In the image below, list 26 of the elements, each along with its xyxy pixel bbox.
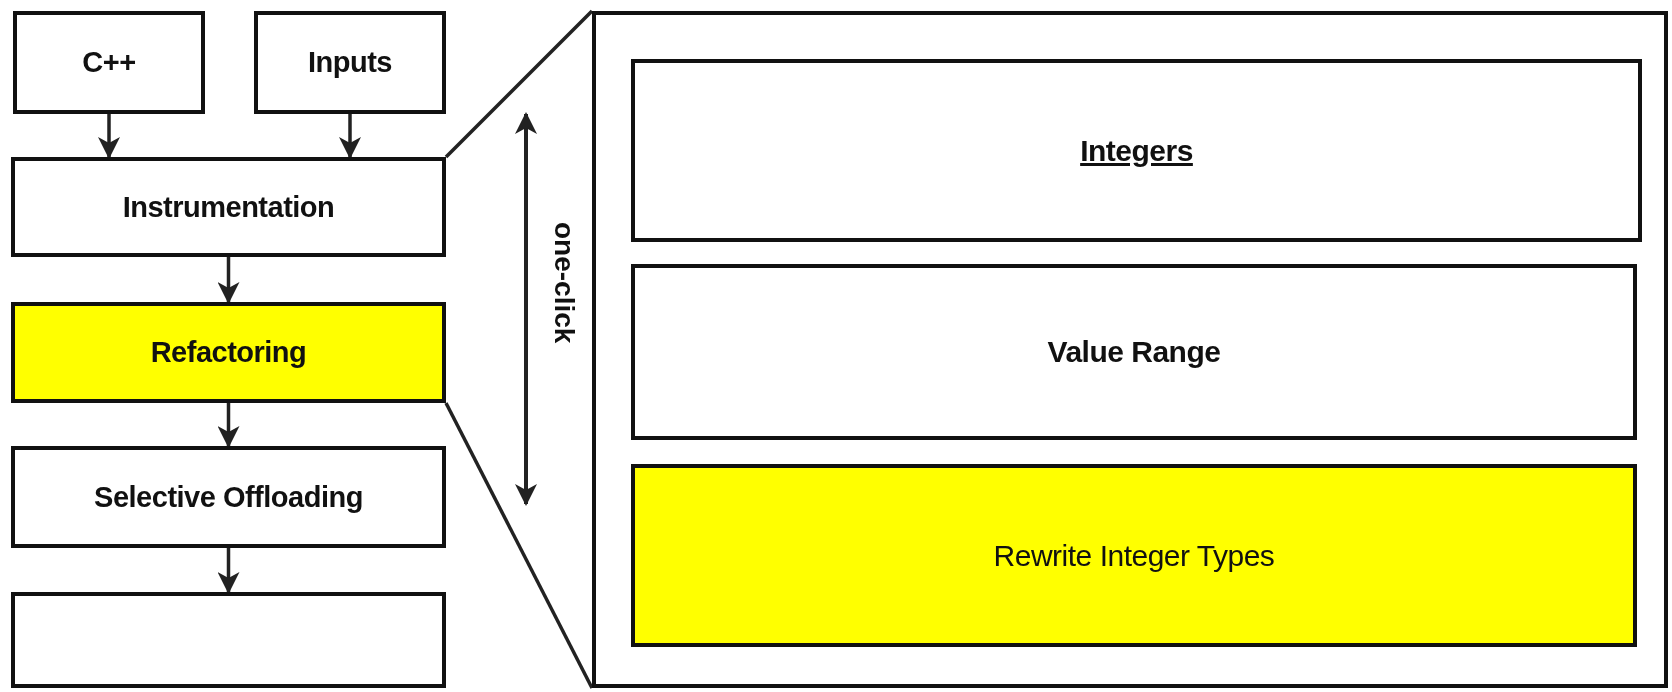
arrow <box>339 114 361 159</box>
detail-panel <box>592 11 1668 688</box>
process-box <box>254 11 446 114</box>
zoom-line <box>444 402 594 689</box>
arrow <box>217 403 240 448</box>
node-label: Instrumentation <box>122 190 335 224</box>
node-label: C++ <box>82 46 136 79</box>
node-label: Refactoring <box>150 336 307 369</box>
process-box <box>11 592 446 688</box>
process-box <box>631 59 1642 242</box>
process-box <box>11 446 446 548</box>
dimension-label: one-click <box>548 222 580 344</box>
node-label: Selective Offloading <box>94 480 363 514</box>
node-label: Inputs <box>308 46 392 79</box>
process-box <box>13 11 205 114</box>
arrow <box>217 257 240 304</box>
node-label: Value Range <box>1047 335 1221 369</box>
process-box <box>11 302 446 403</box>
process-box <box>631 264 1637 440</box>
process-box <box>11 157 446 257</box>
node-label: Rewrite Integer Types <box>993 538 1275 573</box>
zoom-line <box>444 9 594 159</box>
arrow <box>217 548 240 594</box>
process-box <box>631 464 1637 647</box>
arrow <box>98 114 120 159</box>
node-label: Integers <box>1080 133 1193 168</box>
